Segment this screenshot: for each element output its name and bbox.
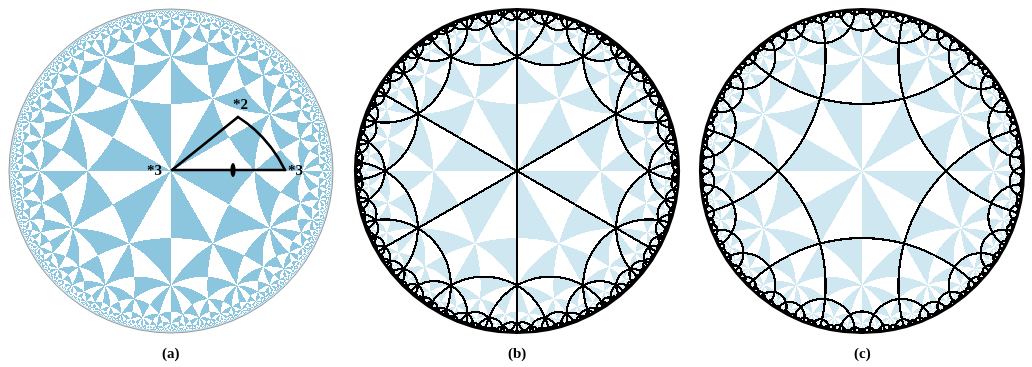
triangle-outline [172, 117, 285, 170]
panel-label: (a) [162, 346, 180, 361]
cone-label: *3 [147, 163, 162, 178]
panel-label: (c) [854, 346, 871, 361]
panel-label: (b) [508, 346, 526, 361]
cone-label: *2 [233, 97, 248, 112]
triangle-edge [238, 117, 285, 170]
triangle-edge [172, 169, 285, 172]
triangle-edge [172, 117, 238, 170]
gyration-symbol [230, 163, 235, 177]
cone-label: *3 [288, 163, 303, 178]
